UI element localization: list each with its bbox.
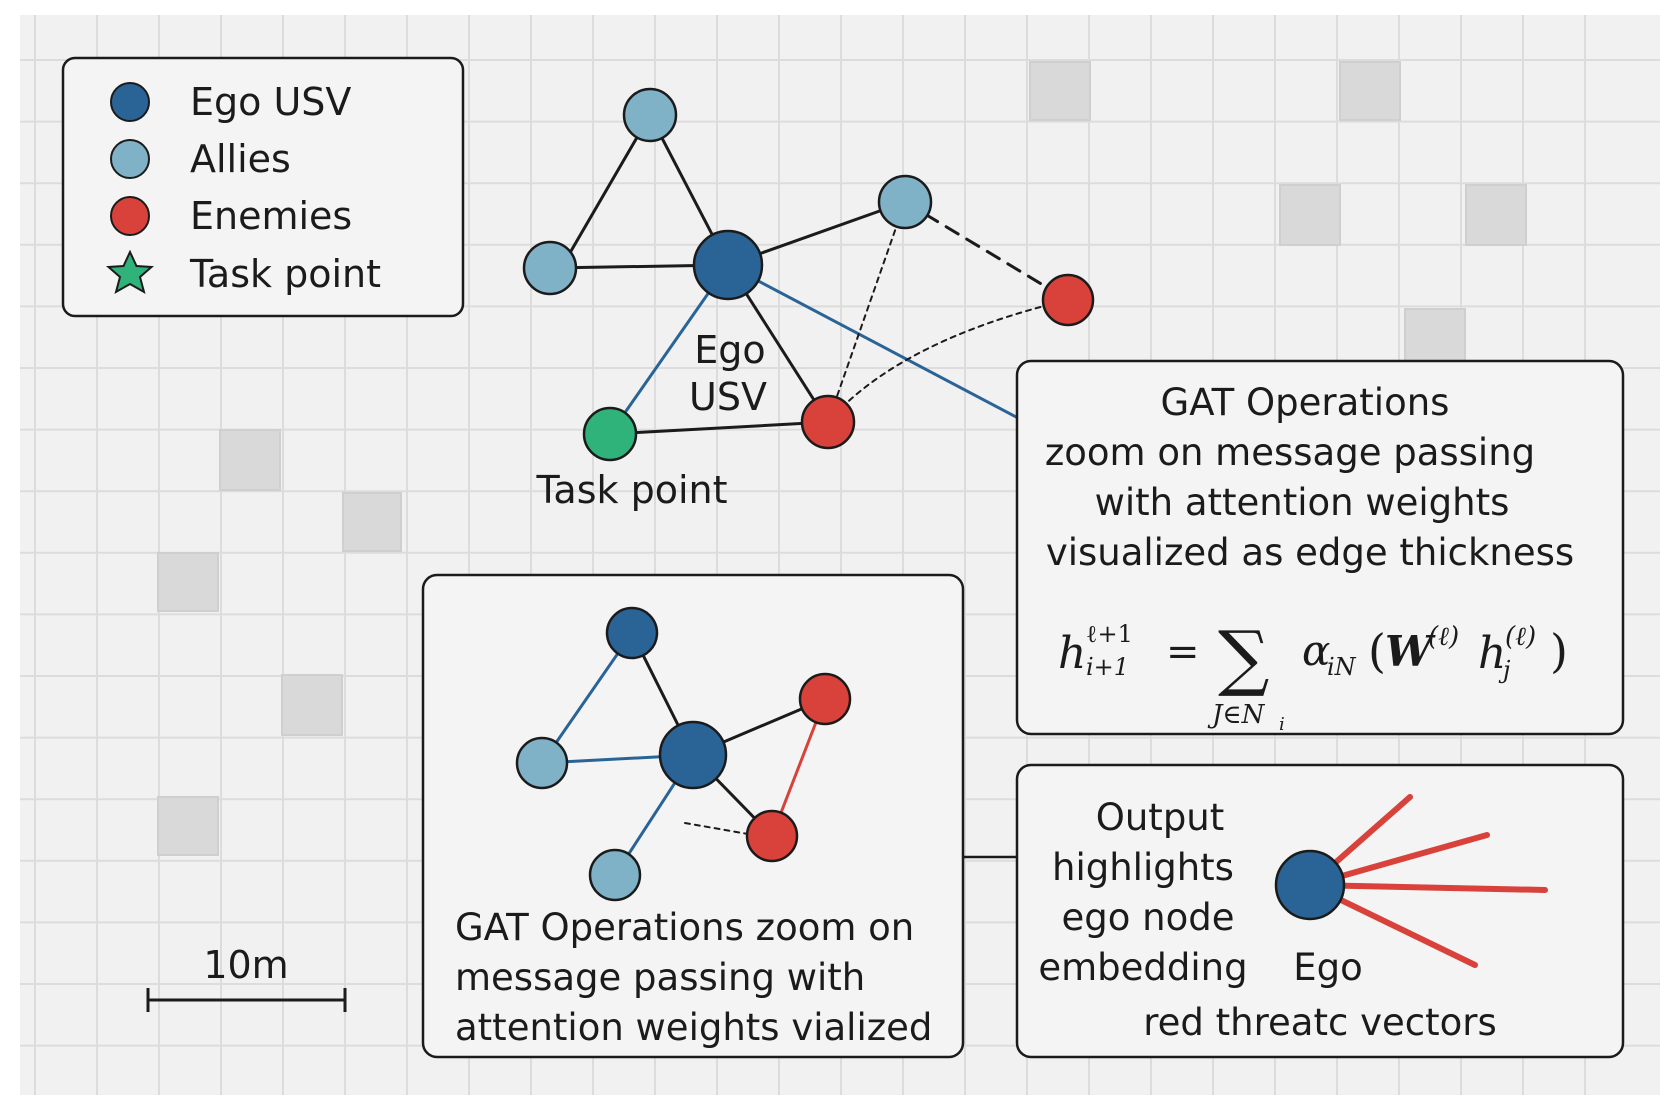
formula-equals: = xyxy=(1166,629,1200,675)
formula-sum: ∑ xyxy=(1218,615,1269,699)
formula-h: h xyxy=(1058,628,1086,679)
gat-panel-line: with attention weights xyxy=(1095,481,1510,524)
gat-panel-box xyxy=(1015,359,1625,736)
edge-enemy-enemy-dotted xyxy=(827,299,1069,423)
obstacle xyxy=(1279,184,1341,246)
zoom-caption-line: message passing with xyxy=(455,956,865,999)
zoom-graph-nodes xyxy=(515,606,852,902)
obstacle xyxy=(219,429,281,491)
enemy-node xyxy=(745,809,799,863)
obstacle xyxy=(281,674,343,736)
legend-label-task: Task point xyxy=(189,252,381,296)
obstacle xyxy=(1339,61,1401,121)
star-icon xyxy=(106,249,154,295)
task-point-label: Task point xyxy=(535,468,727,512)
output-ego-label: Ego xyxy=(1293,946,1363,989)
obstacle xyxy=(1404,308,1466,368)
obstacle xyxy=(342,492,402,552)
gat-panel-title: GAT Operations xyxy=(1161,381,1450,424)
zoom-caption-line: attention weights vialized xyxy=(455,1006,932,1049)
formula-lhs-sub: i+1 xyxy=(1086,653,1129,681)
legend-box xyxy=(61,56,465,318)
edge-attention xyxy=(540,631,634,765)
output-text-line: Output xyxy=(1096,796,1225,839)
ego-node xyxy=(658,720,728,790)
formula-sum-sub-i: i xyxy=(1279,714,1285,735)
ally-node xyxy=(588,848,642,902)
ally-node xyxy=(515,736,569,790)
gat-panel-line: visualized as edge thickness xyxy=(1046,531,1574,574)
main-graph-nodes xyxy=(522,87,1095,462)
gat-panel-line: zoom on message passing xyxy=(1045,431,1535,474)
edge-task-enemy xyxy=(608,420,830,436)
ego-node xyxy=(692,229,764,301)
ego-embedding-node xyxy=(1274,849,1346,921)
ally-node xyxy=(522,240,578,296)
obstacle xyxy=(1465,184,1527,246)
enemy-node xyxy=(1041,273,1095,327)
formula-lhs-sup: ℓ+1 xyxy=(1086,620,1133,648)
edge-dotted xyxy=(684,822,749,835)
edge-ally-enemy-dashed xyxy=(903,200,1070,302)
obstacle xyxy=(1029,61,1091,121)
output-text-line: highlights xyxy=(1052,846,1234,889)
edge-ego-callout-attention xyxy=(726,263,1020,420)
scale-bar: 10m xyxy=(146,943,347,1012)
formula-hj: h xyxy=(1478,628,1506,679)
legend-label-ego: Ego USV xyxy=(190,80,351,124)
formula-W-sup: (ℓ) xyxy=(1428,622,1459,652)
gat-formula: h ℓ+1 i+1 = ∑ J∈N i α iN ( W (ℓ) h j (ℓ)… xyxy=(1058,615,1568,735)
enemy-node xyxy=(800,394,856,450)
legend-label-enemies: Enemies xyxy=(190,194,352,238)
formula-alpha: α xyxy=(1302,626,1330,675)
obstacles xyxy=(157,61,1527,856)
edge-ally-ally xyxy=(558,113,652,272)
formula-hj-sup: (ℓ) xyxy=(1505,622,1536,652)
ego-node-small xyxy=(605,606,659,660)
ally-node xyxy=(877,174,933,230)
legend-label-allies: Allies xyxy=(190,137,291,181)
legend: Ego USV Allies Enemies Task point xyxy=(61,56,465,318)
task-node xyxy=(582,406,638,462)
enemy-node xyxy=(798,672,852,726)
gat-operations-panel: GAT Operations zoom on message passing w… xyxy=(1015,359,1625,736)
zoom-panel: GAT Operations zoom on message passing w… xyxy=(421,573,965,1059)
legend-ally-marker xyxy=(110,139,150,179)
obstacle xyxy=(157,552,219,612)
ego-label: Ego xyxy=(694,328,765,372)
output-text-line: ego node xyxy=(1062,896,1235,939)
output-panel: Output highlights ego node embedding Ego… xyxy=(1015,763,1625,1059)
zoom-caption-line: GAT Operations zoom on xyxy=(455,906,914,949)
legend-ego-marker xyxy=(110,82,150,122)
formula-paren-close: ) xyxy=(1550,624,1568,678)
formula-W: W xyxy=(1385,627,1436,676)
scale-bar-label: 10m xyxy=(203,943,288,987)
threat-vector xyxy=(1307,882,1548,893)
output-text-line: embedding xyxy=(1038,946,1247,989)
usv-label: USV xyxy=(689,375,767,419)
formula-sum-sub: J∈N xyxy=(1207,700,1266,730)
formula-paren-open: ( xyxy=(1368,624,1386,678)
ally-node xyxy=(622,87,678,143)
formula-alpha-sub: iN xyxy=(1327,653,1357,681)
edge-ally-enemy-dotted xyxy=(827,201,906,423)
obstacle xyxy=(157,796,219,856)
legend-enemy-marker xyxy=(110,196,150,236)
threat-vectors-caption: red threatc vectors xyxy=(1143,1001,1496,1044)
